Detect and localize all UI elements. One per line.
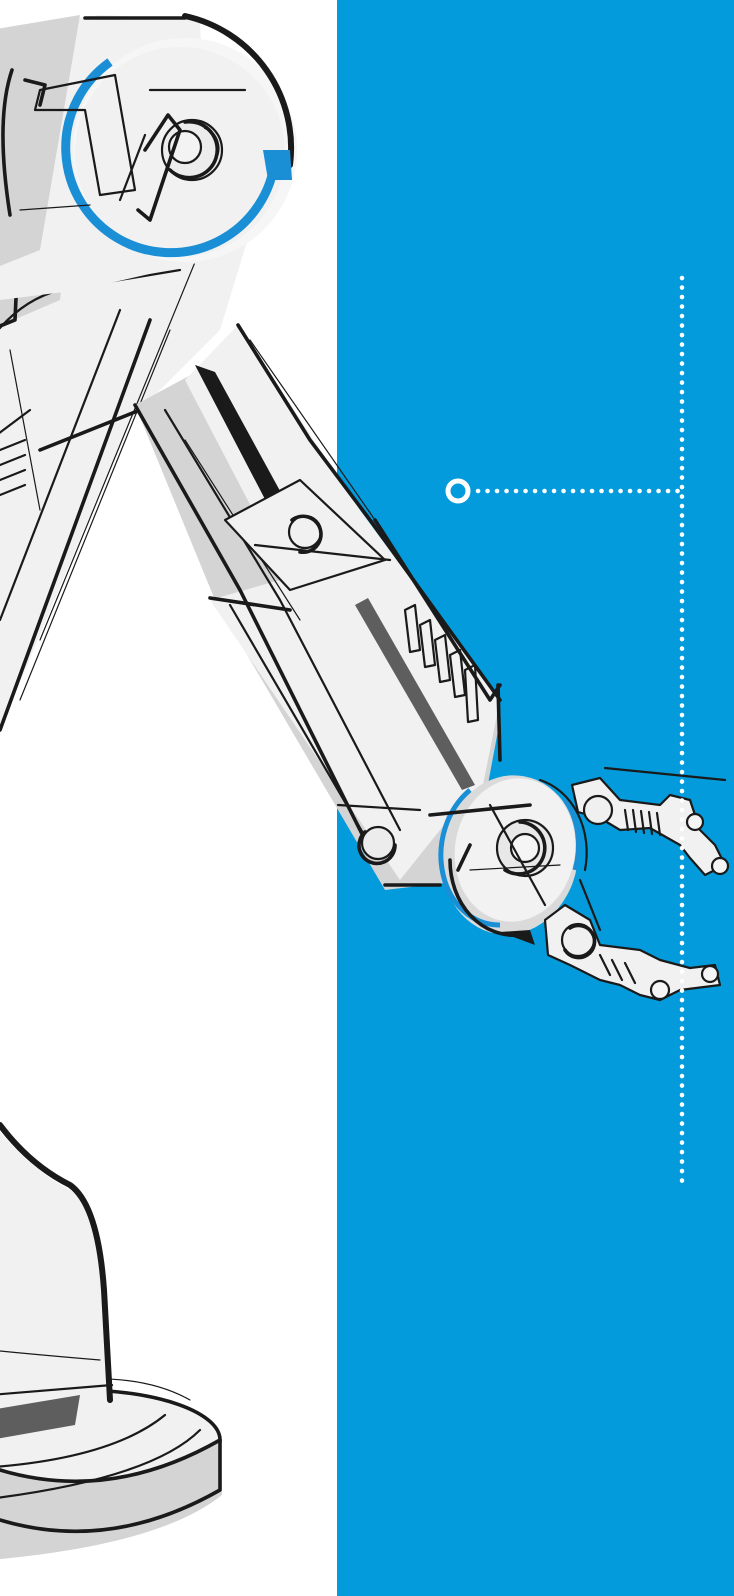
shoulder-joint	[0, 13, 297, 300]
upper-arm-rail	[208, 596, 292, 612]
base-disc-rim	[0, 1438, 222, 1534]
shoulder-ring-dark	[182, 13, 295, 168]
gripper-upper-pivot	[582, 794, 614, 826]
lower-arm-edge-1	[0, 318, 152, 732]
upper-arm-vent	[403, 603, 480, 724]
wrist-ring-dark	[448, 858, 522, 938]
lower-arm-notch	[9, 349, 41, 511]
shoulder-ring-accent	[61, 58, 280, 258]
shoulder-crank-2	[118, 133, 147, 202]
upper-arm-dark-strip	[355, 598, 475, 790]
shoulder-pin-arc-2	[203, 126, 220, 162]
shoulder-crank	[136, 113, 182, 222]
gripper-lower-tip-2	[700, 964, 720, 984]
wrist-ring-accent-2	[562, 798, 581, 871]
shoulder-ring-notch	[263, 150, 292, 180]
upper-arm-edge-top	[236, 323, 502, 702]
upper-arm-black-wedge	[195, 365, 285, 505]
upper-arm-bolt-arc	[290, 514, 323, 555]
torso-shoulder-band	[0, 1395, 80, 1439]
wrist-black-wedge	[500, 930, 535, 945]
gripper-upper-tip-1	[685, 812, 705, 832]
wrist-stub	[456, 843, 472, 872]
robot-base	[0, 1122, 222, 1560]
upper-arm-bottom-line	[336, 803, 422, 812]
torso-pillar	[0, 1131, 112, 1414]
lower-arm-edge-2	[19, 329, 171, 701]
lower-arm-edge-4	[0, 308, 122, 622]
gripper-upper-ribs	[623, 808, 662, 837]
wrist-ring-dark-2	[538, 778, 588, 872]
shoulder-housing-shadow	[0, 15, 80, 266]
lower-arm-vent	[0, 438, 27, 497]
upper-arm-edge-bottom	[133, 403, 372, 852]
callout-marker	[445, 275, 685, 1188]
shoulder-linkage	[33, 73, 137, 197]
torso-band-line	[0, 1383, 114, 1396]
wrist-joint	[428, 775, 588, 945]
upper-arm	[133, 323, 502, 890]
upper-arm-edge-bottom-2	[163, 408, 402, 832]
gripper-lower-ribs	[598, 953, 637, 985]
lower-arm-edge-3	[39, 249, 201, 641]
base-ring-line-3	[0, 1428, 202, 1499]
wrist-shaft-bar	[428, 803, 532, 817]
gripper-lower-line	[578, 878, 602, 932]
torso-detail	[0, 1350, 101, 1361]
wrist-pin-inner	[509, 832, 541, 864]
gripper-lower-tip-1	[649, 979, 671, 1001]
lower-arm-crossbar-2	[0, 408, 32, 434]
lower-arm-crossbar	[38, 408, 142, 452]
upper-arm-lower-bolt	[360, 825, 396, 861]
base-ring-line-2	[0, 1413, 167, 1468]
gripper-upper-tip-2	[710, 856, 730, 876]
wrist-shaft	[488, 803, 547, 907]
wrist-pin-arc	[503, 820, 547, 876]
shoulder-detail-line	[23, 78, 47, 107]
upper-arm-lower-arc	[357, 830, 397, 866]
upper-arm-plate-line	[253, 543, 392, 562]
gripper	[543, 766, 730, 1002]
upper-arm-face	[210, 560, 480, 880]
upper-arm-edge-top-2	[249, 339, 376, 521]
wrist-shaft-bar-2	[469, 864, 561, 871]
gripper-lower-pivot-arc	[563, 923, 597, 960]
shoulder-outline	[1, 68, 14, 217]
gripper-upper-line	[603, 766, 727, 782]
torso-outline	[0, 1122, 113, 1403]
callout-ring-icon	[445, 478, 471, 504]
upper-arm-post	[496, 683, 502, 762]
shoulder-linkage-3	[19, 204, 91, 211]
